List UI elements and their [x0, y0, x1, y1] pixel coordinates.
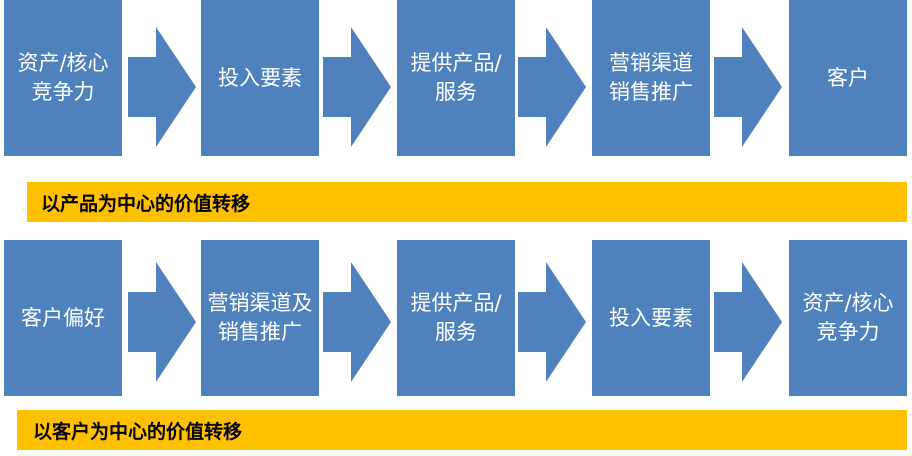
arrow-right-icon — [128, 27, 196, 147]
customer-centric-banner: 以客户为中心的价值转移 — [17, 410, 907, 450]
flow-arrow-7 — [518, 262, 586, 382]
arrow-right-icon — [518, 262, 586, 382]
flow-step-inputs-2: 投入要素 — [592, 240, 710, 396]
flow-arrow-1 — [128, 27, 196, 147]
flow-step-assets-2: 资产/核心 竞争力 — [789, 240, 907, 396]
flow-step-customer-preference: 客户偏好 — [4, 240, 122, 396]
flow-arrow-8 — [714, 262, 782, 382]
flow-step-channels-promotion: 营销渠道及 销售推广 — [201, 240, 319, 396]
flow-step-products: 提供产品/ 服务 — [397, 0, 515, 156]
flow-arrow-5 — [128, 262, 196, 382]
arrow-right-icon — [714, 262, 782, 382]
flow-step-channels: 营销渠道 销售推广 — [592, 0, 710, 156]
flow-arrow-6 — [323, 262, 391, 382]
flow-step-products-2: 提供产品/ 服务 — [397, 240, 515, 396]
product-centric-banner: 以产品为中心的价值转移 — [27, 182, 907, 222]
flow-arrow-2 — [323, 27, 391, 147]
flow-step-inputs: 投入要素 — [201, 0, 319, 156]
arrow-right-icon — [518, 27, 586, 147]
arrow-right-icon — [714, 27, 782, 147]
flow-step-customer: 客户 — [789, 0, 907, 156]
arrow-right-icon — [323, 27, 391, 147]
flow-arrow-3 — [518, 27, 586, 147]
arrow-right-icon — [323, 262, 391, 382]
flow-arrow-4 — [714, 27, 782, 147]
arrow-right-icon — [128, 262, 196, 382]
flow-step-assets: 资产/核心 竞争力 — [4, 0, 122, 156]
